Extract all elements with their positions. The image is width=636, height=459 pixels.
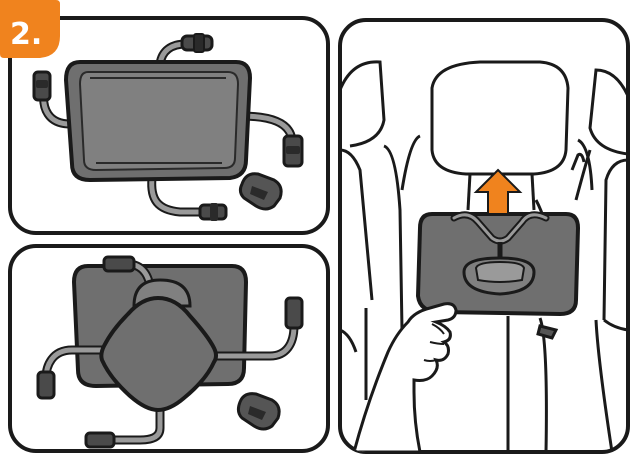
panel-right bbox=[340, 20, 628, 452]
mirror bbox=[418, 214, 578, 314]
mirror bbox=[66, 62, 250, 180]
panel-top-left bbox=[10, 18, 328, 233]
step-badge: 2. bbox=[0, 0, 60, 58]
step-number: 2. bbox=[10, 17, 42, 52]
panel-bottom-left bbox=[10, 246, 328, 451]
